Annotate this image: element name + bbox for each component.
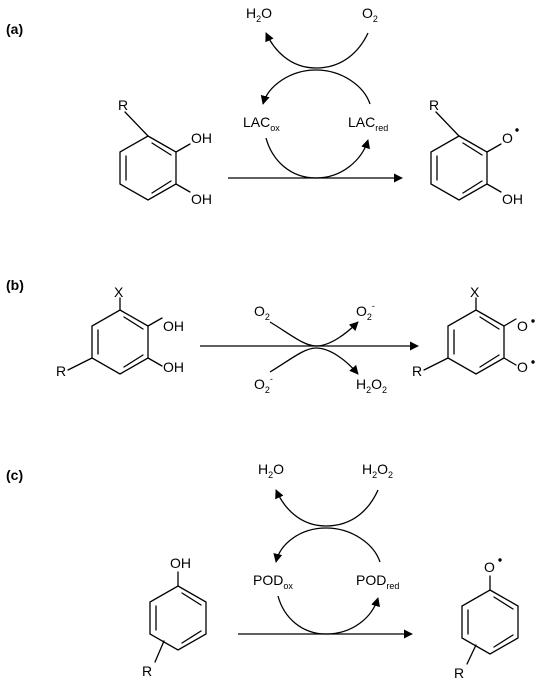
panel-c-hydrogen-peroxide: H2O2 [362,461,393,480]
panel-c-cycle-arrow-bottom-left [277,595,327,635]
panel-a-product-r: R [429,97,439,113]
panel-a-reactant-oh-2: OH [191,191,212,207]
panel-c-water: H2O [258,461,284,480]
panel-a-cycle-arrow-top-left [265,32,317,69]
panel-b-superoxide-in: O2- [254,374,273,395]
panel-b-product-o-2: O [517,359,528,375]
panel-c-reactant-structure: OH R [142,555,207,679]
panel-b-radical-dot-2 [531,360,535,364]
panel-a-cycle-arrow-bottom-left [265,137,317,179]
panel-c-cycle-arrow-left [273,527,327,563]
panel-a-cycle-arrow-bottom-right [315,139,370,179]
panel-a-enzyme-reduced: LACred [348,114,388,133]
panel-b-oxygen-in: O2 [254,303,270,322]
panel-c-cycle-arrow-bottom-right [325,597,380,635]
panel-a-cycle-arrow-left [260,69,317,105]
panel-c-radical-dot [498,558,502,562]
panel-c-cycle-arrow-top-left [275,489,327,527]
panel-c-product-structure: O R [454,558,519,681]
panel-b-reactant-oh-1: OH [163,318,184,334]
panel-b-reactant-x: X [114,284,124,300]
panel-b-product-x: X [470,284,480,300]
panel-b-arrow-bottom [269,347,359,375]
panel-c-label: (c) [6,467,23,483]
panel-b-superoxide-out: O2- [356,301,375,322]
panel-b: (b) X OH OH R O2 O2- O2- H2O2 [6,277,535,395]
panel-b-radical-dot-1 [531,319,535,323]
panel-a-product-o: O [502,130,513,146]
panel-a-product-oh: OH [502,191,523,207]
panel-a-product-structure: R O OH [429,97,523,207]
panel-c-product-o: O [484,559,495,575]
panel-a-radical-dot [515,128,519,132]
panel-c-cycle-arrow-right [325,527,381,563]
panel-a-enzyme-oxidized: LACox [243,114,280,133]
panel-a-water: H2O [246,5,272,24]
panel-b-label: (b) [6,277,24,293]
panel-c-enzyme-oxidized: PODox [253,572,293,591]
panel-a-reactant-oh-1: OH [191,130,212,146]
panel-c-product-r: R [454,665,464,681]
panel-b-product-structure: X O O R [412,284,535,379]
panel-a-reactant-structure: R OH OH [118,97,212,207]
panel-b-reactant-structure: X OH OH R [56,284,184,379]
panel-b-product-r: R [412,363,422,379]
panel-b-product-o-1: O [517,318,528,334]
panel-c-enzyme-reduced: PODred [356,572,399,591]
panel-a-cycle-arrow-top-right [315,32,369,69]
panel-a-oxygen: O2 [362,5,378,24]
panel-b-reactant-r: R [56,363,66,379]
panel-c-cycle-arrow-top-right [325,489,379,527]
panel-a-reactant-r: R [118,97,128,113]
panel-c: (c) OH R H2O H2O2 PODox PODred [6,461,519,681]
panel-a-label: (a) [6,21,23,37]
panel-c-reactant-oh: OH [170,555,191,571]
panel-a: (a) R OH OH H2O O2 LACox LACred [6,5,523,207]
panel-b-arrow-top [269,321,359,347]
panel-c-reactant-r: R [142,663,152,679]
panel-b-reactant-oh-2: OH [163,359,184,375]
panel-a-cycle-arrow-right [315,69,371,105]
panel-b-hydrogen-peroxide-out: H2O2 [356,376,387,395]
